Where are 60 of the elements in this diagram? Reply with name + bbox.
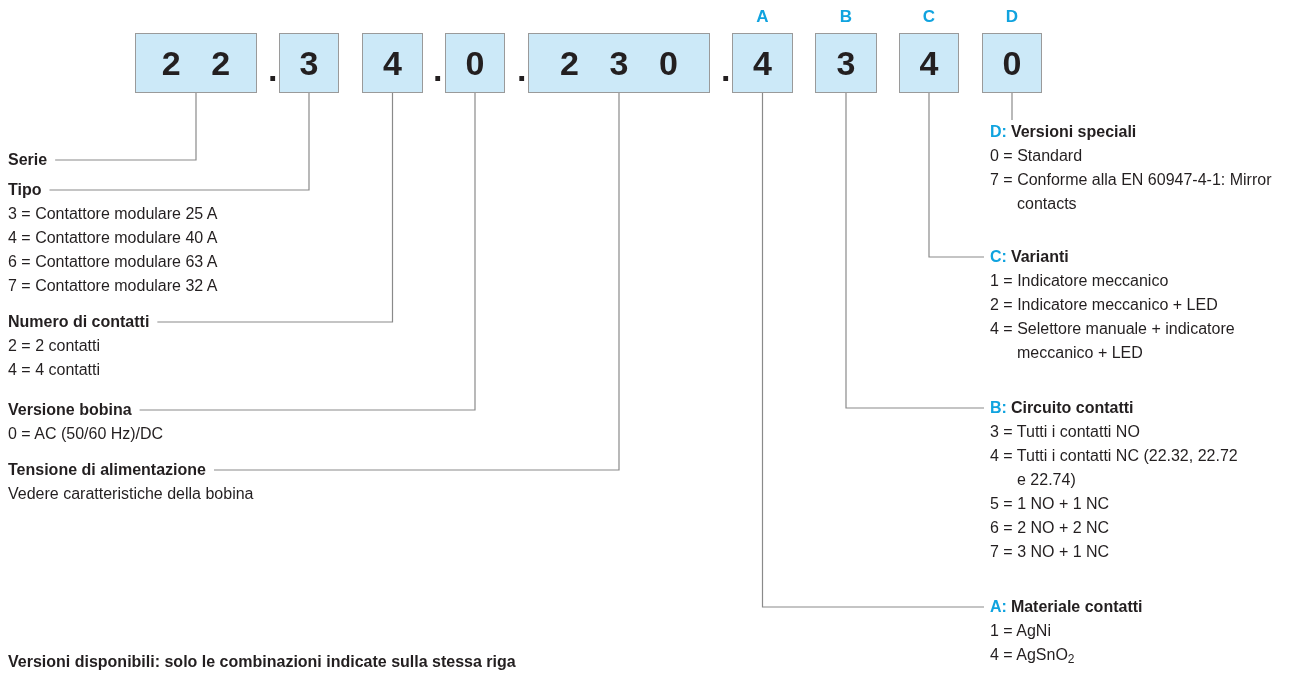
position-letter: B bbox=[838, 8, 854, 25]
footnote: Versioni disponibili: solo le combinazioni indicate sulla stessa riga bbox=[8, 652, 516, 672]
option-item: 0 = Standard bbox=[990, 146, 1084, 166]
leader-line bbox=[139, 92, 476, 411]
option-item: 4 = Selettore manuale + indicatore meccanico + LED bbox=[990, 319, 1236, 363]
leader-line bbox=[48, 92, 310, 191]
leader-line bbox=[1011, 92, 1013, 121]
separator-dot: . bbox=[517, 52, 527, 86]
option-item: 0 = AC (50/60 Hz)/DC bbox=[8, 424, 165, 444]
option-heading: Circuito contatti bbox=[1010, 398, 1134, 418]
code-digit-box: 3 bbox=[815, 33, 877, 93]
option-item: 5 = 1 NO + 1 NC bbox=[990, 494, 1111, 514]
option-item: 4 = Contattore modulare 40 A bbox=[8, 228, 219, 248]
option-heading: Tipo bbox=[8, 180, 42, 200]
option-item: 3 = Tutti i contatti NO bbox=[990, 422, 1141, 442]
option-item: 1 = Indicatore meccanico bbox=[990, 271, 1170, 291]
option-heading: Tensione di alimentazione bbox=[8, 460, 206, 480]
option-item: 7 = Contattore modulare 32 A bbox=[8, 276, 219, 296]
leader-line bbox=[845, 92, 985, 409]
option-item: 4 = AgSnO$_{2}$ bbox=[990, 645, 1076, 667]
position-letter: C bbox=[921, 8, 937, 25]
option-item: 6 = Contattore modulare 63 A bbox=[8, 252, 219, 272]
leader-line bbox=[54, 92, 197, 161]
option-item: 2 = 2 contatti bbox=[8, 336, 102, 356]
code-digit-box: 0 bbox=[445, 33, 505, 93]
option-item: 7 = Conforme alla EN 60947-4-1: Mirror contacts bbox=[990, 170, 1273, 214]
option-heading: Materiale contatti bbox=[1010, 597, 1143, 617]
code-digit-box: 4 bbox=[899, 33, 959, 93]
position-letter: A bbox=[755, 8, 770, 25]
option-item: 1 = AgNi bbox=[990, 621, 1052, 641]
leader-line bbox=[761, 92, 985, 608]
option-heading: Versioni speciali bbox=[1010, 122, 1137, 142]
code-digit-box: 22 bbox=[135, 33, 257, 93]
separator-dot: . bbox=[721, 52, 731, 86]
position-letter: D bbox=[1004, 8, 1020, 25]
leader-line bbox=[156, 92, 394, 323]
option-heading: Varianti bbox=[1010, 247, 1069, 267]
option-item: 7 = 3 NO + 1 NC bbox=[990, 542, 1111, 562]
leader-line bbox=[928, 92, 985, 258]
option-item: 4 = Tutti i contatti NC (22.32, 22.72 e 22.74) bbox=[990, 446, 1239, 490]
leader-line bbox=[213, 92, 620, 471]
option-heading: Numero di contatti bbox=[8, 312, 150, 332]
option-item: 2 = Indicatore meccanico + LED bbox=[990, 295, 1219, 315]
position-letter: C: bbox=[990, 247, 1007, 267]
code-digit-box: 4 bbox=[732, 33, 793, 93]
code-digit-box: 4 bbox=[362, 33, 423, 93]
option-item: 4 = 4 contatti bbox=[8, 360, 102, 380]
option-item: 3 = Contattore modulare 25 A bbox=[8, 204, 219, 224]
code-digit-box: 3 bbox=[279, 33, 339, 93]
option-item: 6 = 2 NO + 2 NC bbox=[990, 518, 1111, 538]
code-digit-box: 0 bbox=[982, 33, 1042, 93]
separator-dot: . bbox=[268, 52, 278, 86]
option-item: Vedere caratteristiche della bobina bbox=[8, 484, 255, 504]
separator-dot: . bbox=[433, 52, 443, 86]
option-heading: Versione bobina bbox=[8, 400, 132, 420]
position-letter: A: bbox=[990, 597, 1007, 617]
code-digit-box: 230 bbox=[528, 33, 710, 93]
option-heading: Serie bbox=[8, 150, 48, 170]
position-letter: D: bbox=[990, 122, 1007, 142]
position-letter: B: bbox=[990, 398, 1007, 418]
